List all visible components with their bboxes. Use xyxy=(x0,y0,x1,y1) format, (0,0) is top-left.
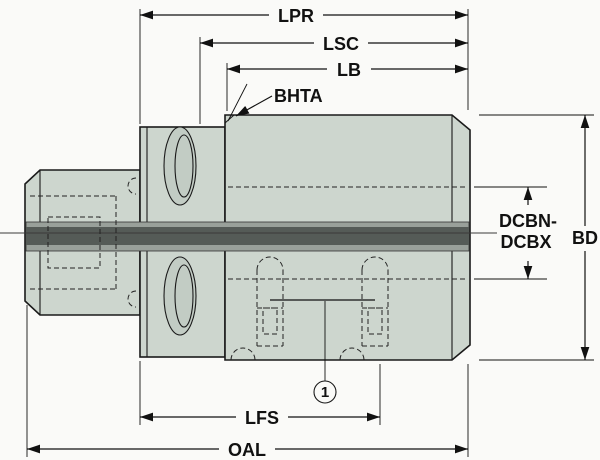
callout-number: 1 xyxy=(321,384,329,401)
dim-lb: LB xyxy=(227,58,468,80)
hidden-lines xyxy=(30,177,466,361)
bd-label: BD xyxy=(572,228,598,248)
flange-grooves xyxy=(163,126,197,336)
extension-lines xyxy=(26,9,594,457)
band-inner xyxy=(26,227,469,245)
flange-fillet-bottom xyxy=(127,290,137,308)
bhta-label: BHTA xyxy=(274,86,323,106)
lsc-label: LSC xyxy=(323,34,359,54)
lb-label: LB xyxy=(337,60,361,80)
oal-label: OAL xyxy=(228,440,266,460)
callout-circle xyxy=(313,380,337,404)
dim-oal: OAL xyxy=(27,438,468,460)
screw-hole-right-inner xyxy=(367,307,383,335)
lpr-label: LPR xyxy=(278,6,314,26)
lfs-label: LFS xyxy=(245,408,279,428)
dim-bhta: BHTA xyxy=(227,83,323,122)
dim-lpr: LPR xyxy=(140,4,468,26)
dim-lsc: LSC xyxy=(200,32,468,54)
edge-hole-arc-right xyxy=(339,347,365,361)
shank-inner-bore xyxy=(47,216,101,269)
dcbn-label-line1: DCBN- xyxy=(499,211,557,231)
edge-hole-arc-left xyxy=(230,347,256,361)
groove-bottom-inner xyxy=(174,264,194,328)
dim-bd: BD xyxy=(565,115,600,360)
screw-hole-left-arc xyxy=(256,256,284,271)
groove-top xyxy=(163,126,197,206)
dcbn-label-line2: DCBX xyxy=(500,232,551,252)
callout-1: 1 xyxy=(313,301,337,404)
groove-bottom xyxy=(163,256,197,336)
groove-top-inner xyxy=(174,134,194,198)
dim-dcbn-dcbx: DCBN- DCBX xyxy=(497,187,561,279)
screw-hole-left-inner xyxy=(262,307,278,335)
center-band xyxy=(25,221,470,252)
dim-lfs: LFS xyxy=(140,406,380,428)
screw-hole-right-arc xyxy=(361,256,389,271)
flange-fillet-top xyxy=(127,177,137,195)
